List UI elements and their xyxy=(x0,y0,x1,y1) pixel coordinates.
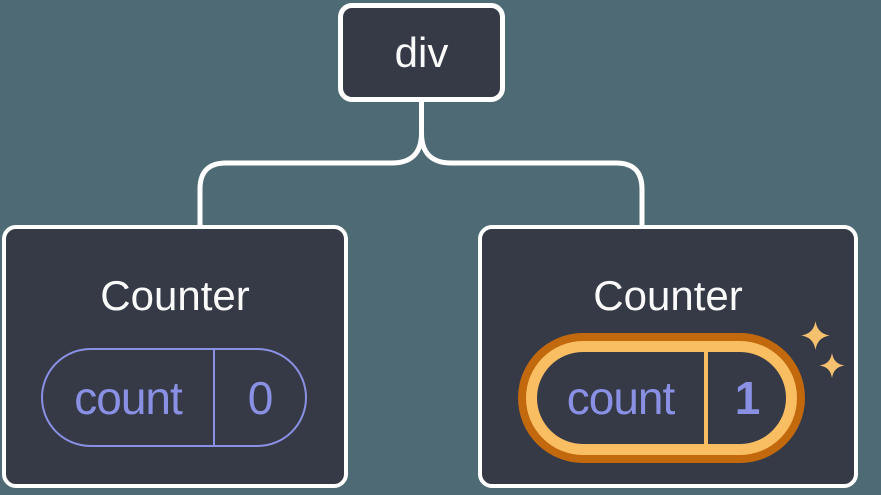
state-pill: count 0 xyxy=(41,348,307,447)
tree-node-counter-right: Counter count 1 xyxy=(478,225,858,488)
state-key-label: count xyxy=(43,350,215,445)
state-key-label: count xyxy=(537,352,708,444)
sparkle-icon xyxy=(819,353,845,378)
state-value: 1 xyxy=(734,372,761,424)
tree-node-div: div xyxy=(338,3,505,102)
connector-left xyxy=(197,98,424,228)
state-pill-body: count 1 xyxy=(537,352,786,444)
connector-right xyxy=(419,98,645,228)
sparkle-icon xyxy=(801,321,830,350)
counter-title: Counter xyxy=(593,272,743,319)
root-node-label: div xyxy=(394,28,449,76)
state-pill-highlight-ring: count 1 xyxy=(526,341,797,455)
state-value: 0 xyxy=(247,371,274,424)
counter-title: Counter xyxy=(100,272,250,319)
tree-node-counter-left: Counter count 0 xyxy=(2,225,348,488)
state-pill-highlighted: count 1 xyxy=(518,333,805,463)
